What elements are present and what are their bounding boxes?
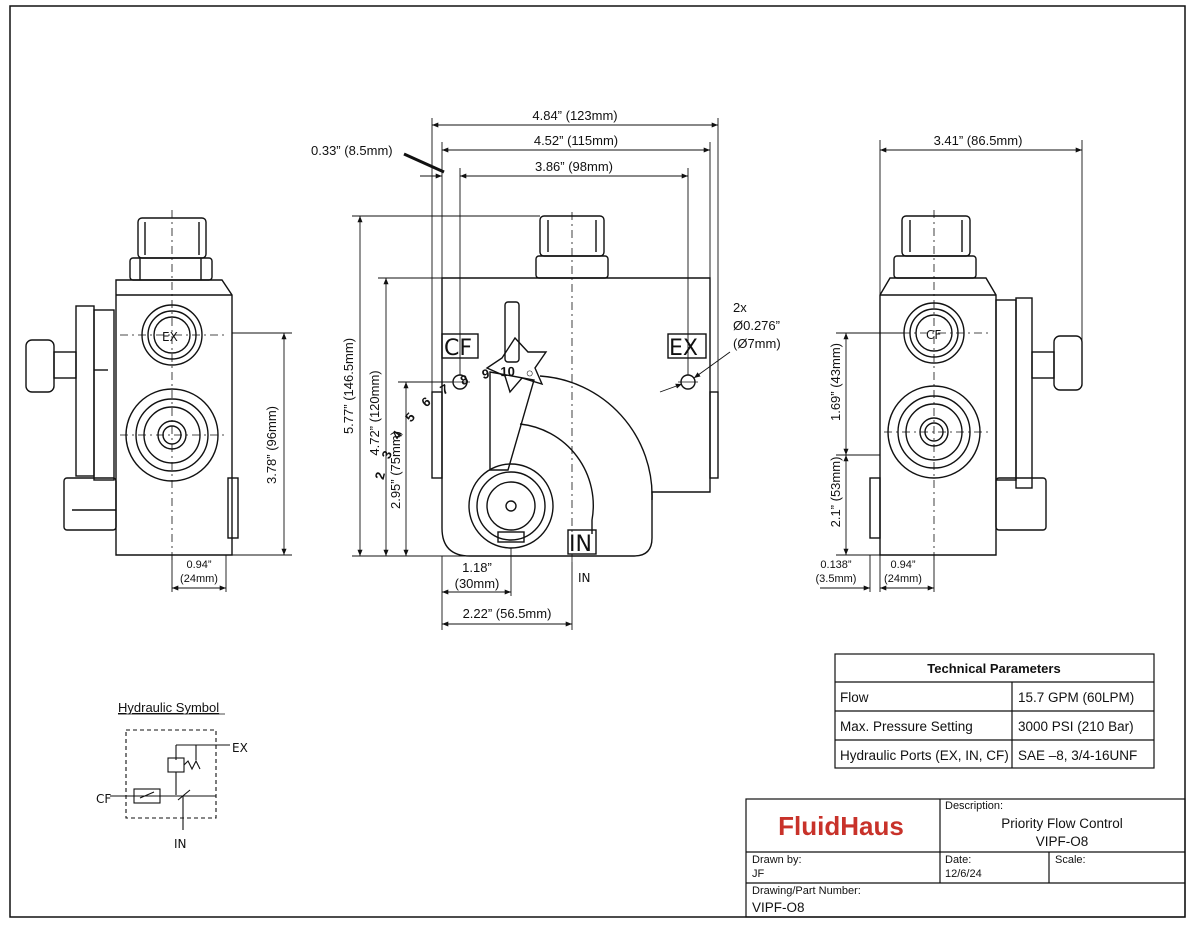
description-line1: Priority Flow Control [1001, 816, 1123, 831]
tech-param-value: SAE –8, 3/4-16UNF [1018, 748, 1137, 763]
hole-note-2: Ø0.276” [733, 318, 780, 333]
description-line2: VIPF-O8 [1036, 834, 1089, 849]
sheet-border [9, 5, 1186, 918]
left-bottom-dim-b: (24mm) [180, 573, 218, 585]
front-label-in-below: IN [578, 571, 591, 585]
front-label-ex: EX [669, 336, 698, 361]
right-dim-top: 3.41” (86.5mm) [934, 133, 1023, 148]
left-bottom-dim-a: 0.94” [186, 559, 211, 571]
symbol-port-in: IN [174, 837, 187, 851]
date-value: 12/6/24 [945, 868, 982, 880]
front-dim-top3: 3.86” (98mm) [535, 159, 613, 174]
front-dim-b1a: 1.18” [462, 560, 492, 575]
hydraulic-symbol [110, 729, 230, 830]
title-block [745, 798, 1186, 918]
front-dimension-lines [352, 118, 731, 630]
tech-param-value: 3000 PSI (210 Bar) [1018, 719, 1134, 734]
part-number-label: Drawing/Part Number: [752, 885, 861, 897]
left-dimension-lines [171, 332, 292, 592]
dial-number: 2 [372, 471, 388, 481]
hole-note-3: (Ø7mm) [733, 336, 781, 351]
right-dimension-lines [820, 140, 1083, 592]
hole-note-1: 2x [733, 300, 747, 315]
dial-number: 10 [500, 364, 515, 379]
tech-param-name: Max. Pressure Setting [840, 719, 973, 734]
left-port-label: EX [162, 330, 178, 344]
tech-params-table [834, 653, 1155, 769]
right-side-view [869, 210, 1083, 560]
dial-number: 7 [437, 381, 451, 398]
date-label: Date: [945, 854, 971, 866]
dial-number: ○ [525, 365, 535, 381]
tech-param-value: 15.7 GPM (60LPM) [1018, 690, 1134, 705]
front-dim-top2: 4.52” (115mm) [534, 133, 618, 148]
description-label: Description: [945, 800, 1003, 812]
symbol-port-ex: EX [232, 741, 248, 755]
left-height-dim: 3.78” (96mm) [264, 406, 279, 484]
tech-param-name: Flow [840, 690, 869, 705]
drawn-by-value: JF [752, 868, 765, 880]
right-dim-h1: 1.69” (43mm) [828, 343, 843, 421]
front-dim-b2: 2.22” (56.5mm) [463, 606, 552, 621]
front-dim-h3: 2.95” (75mm) [388, 431, 403, 509]
dial-number: 5 [402, 409, 418, 424]
front-view [431, 212, 719, 562]
dial-number: 6 [418, 394, 433, 410]
symbol-port-cf: CF [96, 792, 111, 806]
part-number-value: VIPF-O8 [752, 900, 805, 915]
right-port-label: CF [926, 328, 941, 342]
hydraulic-symbol-title: Hydraulic Symbol [118, 700, 219, 715]
dial-number: 8 [458, 372, 470, 389]
tech-param-name: Hydraulic Ports (EX, IN, CF) [840, 748, 1009, 763]
right-dim-b2b: (24mm) [884, 573, 922, 585]
brand-logo: FluidHaus [778, 811, 904, 841]
front-dim-b1b: (30mm) [455, 576, 500, 591]
front-dim-h1: 5.77” (146.5mm) [341, 338, 356, 434]
tech-params-title: Technical Parameters [927, 661, 1060, 676]
front-dim-offset: 0.33” (8.5mm) [311, 143, 393, 158]
left-side-view [25, 210, 239, 560]
dial-number: 9 [481, 366, 491, 382]
front-dim-h2: 4.72” (120mm) [367, 370, 382, 455]
right-dim-b2a: 0.94” [890, 559, 915, 571]
right-dim-b1b: (3.5mm) [816, 573, 857, 585]
right-dim-h2: 2.1” (53mm) [828, 457, 843, 528]
right-dim-b1a: 0.138” [820, 559, 852, 571]
scale-label: Scale: [1055, 854, 1086, 866]
front-dim-top1: 4.84” (123mm) [532, 108, 617, 123]
front-label-in: IN [569, 532, 592, 557]
drawn-by-label: Drawn by: [752, 854, 802, 866]
front-label-cf: CF [444, 336, 472, 361]
